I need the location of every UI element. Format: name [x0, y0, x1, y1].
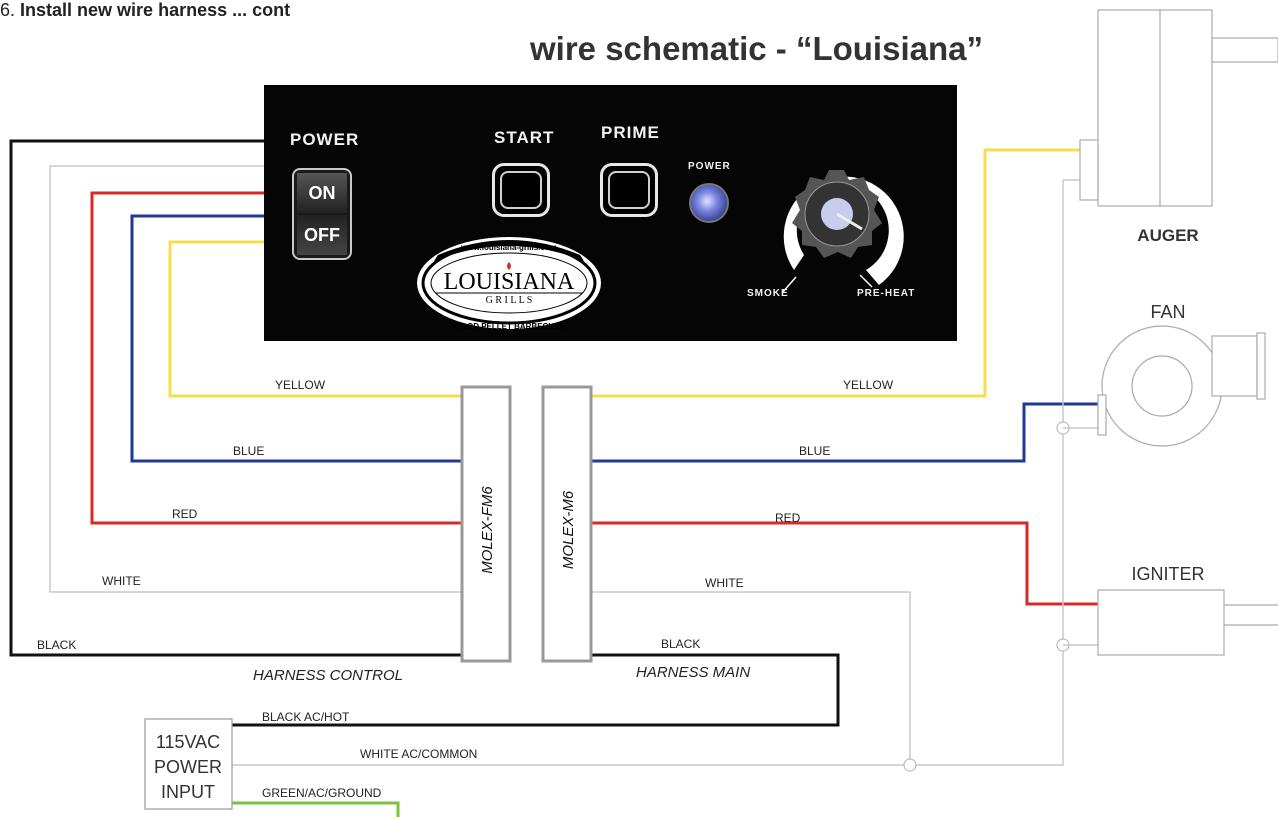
harness-control-label: HARNESS CONTROL	[253, 667, 403, 684]
wire-green-ground	[232, 801, 400, 817]
prime-button[interactable]	[600, 163, 658, 217]
label-red-right: RED	[775, 511, 801, 525]
wire-white-common	[232, 180, 1064, 766]
wire-blue-left	[130, 214, 462, 463]
logo-url: www.louisiana-grills.com	[460, 243, 557, 252]
harness-main-label: HARNESS MAIN	[636, 664, 750, 681]
label-white-common: WHITE AC/COMMON	[360, 747, 477, 761]
wire-white-left	[49, 165, 462, 593]
wire-white-right	[590, 591, 911, 765]
junction-white-left	[903, 758, 917, 772]
fan-label: FAN	[1150, 302, 1185, 322]
fan-motor	[1097, 325, 1266, 447]
dial-min-label: SMOKE	[747, 288, 789, 299]
step-text: Install new wire harness ... cont	[20, 0, 291, 20]
label-black-right: BLACK	[661, 637, 700, 651]
auger-label: AUGER	[1137, 226, 1198, 245]
power-led-icon	[689, 183, 729, 223]
connector-molex-m6	[541, 385, 593, 663]
power-input-box	[144, 718, 233, 810]
label-black-hot: BLACK AC/HOT	[262, 710, 350, 724]
power-label: POWER	[290, 130, 360, 149]
label-yellow-right: YELLOW	[843, 378, 894, 392]
label-green-ground: GREEN/AC/GROUND	[262, 786, 382, 800]
wire-yellow-left	[168, 240, 462, 398]
label-black-left: BLACK	[37, 638, 76, 652]
start-label: START	[494, 128, 555, 147]
logo-tagline: WOOD PELLET BARBECUES	[453, 322, 565, 331]
power-input-line3: INPUT	[161, 782, 215, 802]
switch-on[interactable]: ON	[297, 173, 347, 213]
wire-blue-right	[590, 402, 1100, 463]
switch-off[interactable]: OFF	[297, 215, 347, 255]
label-blue-left: BLUE	[233, 444, 264, 458]
step-number: 6.	[0, 0, 16, 20]
louisiana-grills-logo: www.louisiana-grills.com LOUISIANA G R I…	[417, 237, 601, 331]
label-white-left: WHITE	[102, 574, 141, 588]
prime-label: PRIME	[601, 123, 660, 142]
temperature-dial[interactable]	[754, 125, 924, 310]
power-rocker-switch[interactable]: ON OFF	[292, 168, 352, 260]
connector-m6-label: MOLEX-M6	[560, 490, 577, 569]
connector-fm6-label: MOLEX-FM6	[479, 486, 496, 574]
start-button[interactable]	[492, 163, 550, 217]
dial-max-label: PRE-HEAT	[857, 288, 916, 299]
auger-motor	[1079, 9, 1278, 207]
label-white-right: WHITE	[705, 576, 744, 590]
label-red-left: RED	[172, 507, 198, 521]
wire-black-left	[9, 139, 462, 657]
wire-black-right	[232, 653, 840, 727]
schematic-title: wire schematic - “Louisiana”	[530, 30, 983, 67]
step-heading: 6. Install new wire harness ... cont	[0, 0, 290, 21]
igniter-label: IGNITER	[1131, 564, 1204, 584]
dial-knob-icon[interactable]	[792, 170, 882, 258]
igniter-element	[1097, 589, 1278, 656]
led-label: POWER	[688, 161, 731, 172]
wire-yellow-right	[590, 148, 1098, 398]
label-yellow-left: YELLOW	[275, 378, 326, 392]
wire-red-left	[90, 191, 462, 525]
power-input-line1: 115VAC	[156, 732, 220, 752]
logo-brand: LOUISIANA	[444, 269, 575, 295]
connector-molex-fm6	[460, 385, 512, 663]
label-blue-right: BLUE	[799, 444, 830, 458]
control-panel: POWER ON OFF START PRIME POWER SMOKE PRE…	[264, 85, 957, 341]
flame-icon	[507, 262, 511, 270]
power-input-line2: POWER	[154, 757, 222, 777]
logo-sub: G R I L L S	[486, 295, 533, 306]
